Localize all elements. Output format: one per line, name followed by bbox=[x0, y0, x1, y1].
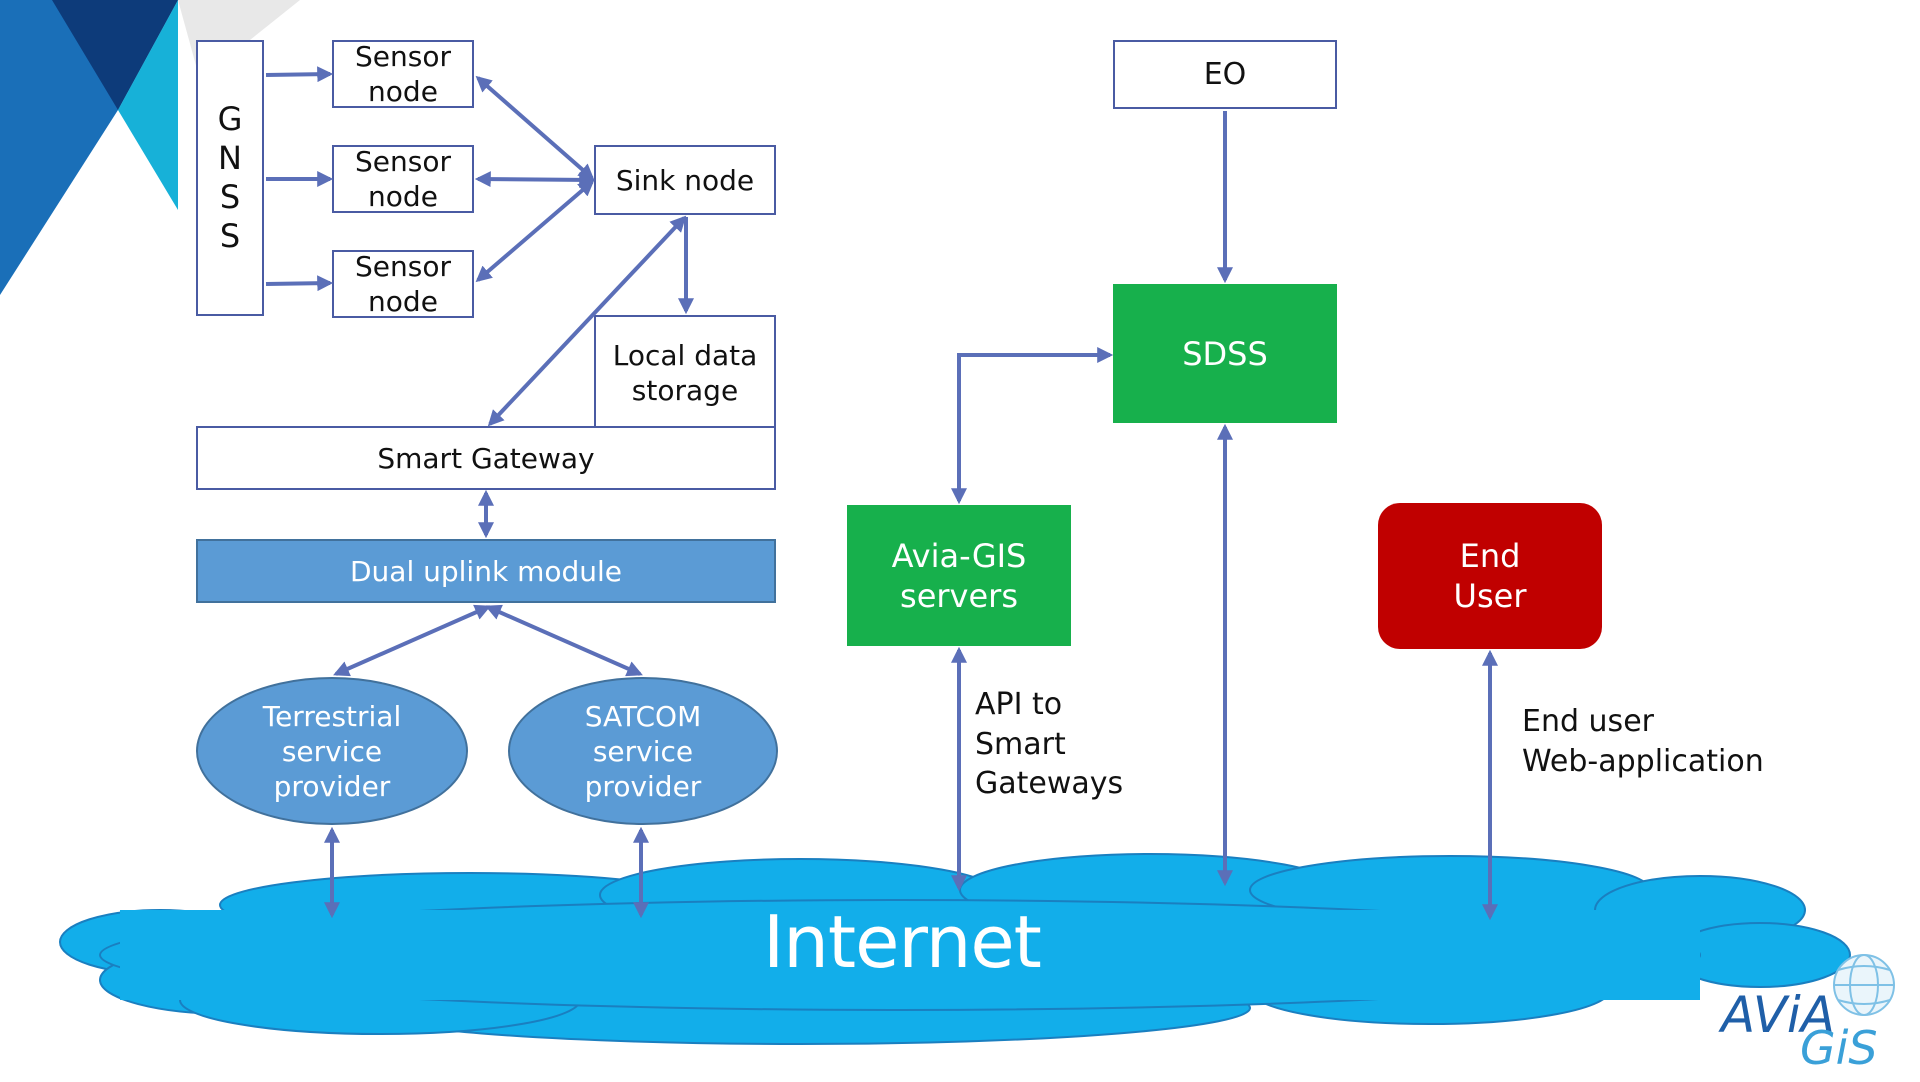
eo-box: EO bbox=[1113, 40, 1337, 109]
sensor-node-2: Sensor node bbox=[332, 145, 474, 213]
satcom-service-provider: SATCOM service provider bbox=[508, 677, 778, 825]
api-label: API to Smart Gateways bbox=[975, 687, 1124, 802]
avia-logo-text: AViA bbox=[1721, 986, 1836, 1044]
arrow-uplink-terrestrial bbox=[333, 604, 491, 677]
gnss-box: G N S S bbox=[196, 40, 264, 316]
dual-uplink-module: Dual uplink module bbox=[196, 539, 776, 603]
end-user-box: End User bbox=[1378, 503, 1602, 649]
gis-logo-text: GiS bbox=[1800, 1021, 1878, 1075]
sensor-node-1: Sensor node bbox=[332, 40, 474, 108]
arrow-sensor1-sink bbox=[475, 75, 595, 181]
arrow-sdss-servers bbox=[951, 347, 1114, 505]
sensor-node-3: Sensor node bbox=[332, 250, 474, 318]
arrow-gnss-sensor1 bbox=[265, 66, 334, 83]
internet-label: Internet bbox=[763, 900, 1042, 984]
sdss-box: SDSS bbox=[1113, 284, 1337, 423]
terrestrial-service-provider: Terrestrial service provider bbox=[196, 677, 468, 825]
webapp-label: End user Web-application bbox=[1522, 704, 1764, 779]
arrow-sensor2-sink bbox=[474, 171, 596, 188]
arrow-gnss-sensor3 bbox=[265, 275, 334, 292]
avia-gis-servers: Avia-GIS servers bbox=[847, 505, 1071, 646]
sink-node: Sink node bbox=[594, 145, 776, 215]
smart-gateway: Smart Gateway bbox=[196, 426, 776, 490]
arrow-uplink-satcom bbox=[485, 604, 643, 677]
arrow-sink-gateway bbox=[487, 215, 687, 427]
